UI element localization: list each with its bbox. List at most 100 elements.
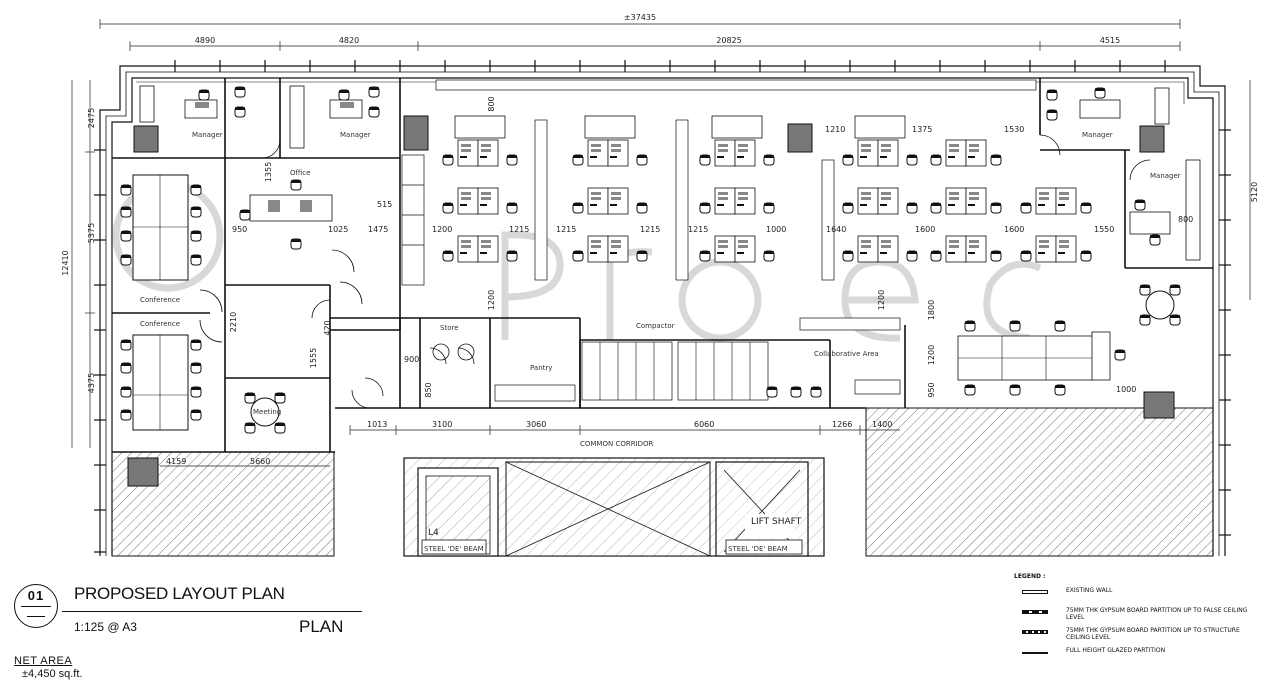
int-dim-21: 1200 — [487, 290, 496, 310]
int-dim-20: 800 — [1178, 215, 1193, 224]
left-dim-4: 4375 — [87, 373, 96, 393]
legend-item-existing-wall: EXISTING WALL — [1014, 587, 1264, 604]
int-dim-24: 1200 — [927, 345, 936, 365]
steel-beam-label-2: STEEL 'DE' BEAM — [728, 545, 788, 553]
compactor-units — [599, 342, 751, 400]
workstation-cluster-2 — [572, 115, 648, 263]
right-dim-1: 5120 — [1250, 182, 1259, 202]
int-dim-22: 1200 — [877, 290, 886, 310]
bottom-dim-4: 6060 — [694, 420, 714, 429]
meeting-table — [244, 392, 286, 434]
legend-item-false-ceiling-partition: 75mm THK GYPSUM BOARD PARTITION UP TO FA… — [1014, 607, 1264, 624]
door-swings — [199, 134, 1151, 409]
left-dim-1: 2475 — [87, 108, 96, 128]
int-dim-17: 1375 — [912, 125, 932, 134]
interior-walls — [112, 78, 1213, 453]
int-dim-8: 1215 — [556, 225, 576, 234]
existing-wall-symbol — [1022, 590, 1048, 594]
manager-room-2-furniture — [289, 85, 380, 149]
office-furniture — [239, 179, 333, 250]
workstation-cluster-6 — [1020, 187, 1092, 263]
int-dim-12: 1640 — [826, 225, 846, 234]
store-furniture — [432, 343, 475, 361]
room-label-corridor: COMMON CORRIDOR — [580, 440, 654, 448]
int-dim-19: 800 — [487, 96, 496, 111]
legend-item-structure-ceiling-partition: 75mm THK GYPSUM BOARD PARTITION UP TO ST… — [1014, 627, 1264, 644]
int-dim-14: 1600 — [1004, 225, 1024, 234]
legend-item-text: 75mm THK GYPSUM BOARD PARTITION UP TO ST… — [1066, 627, 1240, 641]
legend: LEGEND : EXISTING WALL 75mm THK GYPSUM B… — [1014, 573, 1264, 667]
legend-item-text: 75mm THK GYPSUM BOARD PARTITION UP TO FA… — [1066, 607, 1248, 621]
room-label-pantry: Pantry — [530, 364, 552, 372]
workstation-cluster-4 — [842, 115, 918, 263]
legend-heading: LEGEND : — [1014, 573, 1046, 580]
mullions-top — [174, 60, 1166, 72]
right-dimensions: 5120 — [1249, 80, 1259, 300]
net-area: NET AREA ±4,450 sq.ft. — [14, 655, 82, 680]
manager-room-4-furniture — [1129, 159, 1201, 261]
int-dim-16: 1210 — [825, 125, 845, 134]
legend-item-text: EXISTING WALL — [1066, 587, 1113, 594]
int-dim-13: 1600 — [915, 225, 935, 234]
top-dimensions: 4890 4820 20825 4515 — [129, 36, 1181, 51]
int-dim-15: 1550 — [1094, 225, 1114, 234]
top-dim-3: 20825 — [716, 36, 741, 45]
int-dim-7: 1215 — [509, 225, 529, 234]
steel-beam-label-1: STEEL 'DE' BEAM — [424, 545, 484, 553]
room-label-manager-3: Manager — [1082, 131, 1113, 139]
false-ceiling-partition-symbol — [1022, 610, 1048, 614]
top-dim-1: 4890 — [195, 36, 215, 45]
int-dim-18: 1530 — [1004, 125, 1024, 134]
bottom-dim-1: 1013 — [367, 420, 387, 429]
structure-ceiling-partition-symbol — [1022, 630, 1048, 634]
left-dim-3: 12410 — [61, 250, 70, 275]
room-label-manager-1: Manager — [192, 131, 223, 139]
room-label-meeting: Meeting — [253, 408, 281, 416]
manager-room-3-furniture — [1046, 87, 1170, 125]
drawing-title: PROPOSED LAYOUT PLAN — [74, 584, 285, 603]
int-dim-2: 950 — [232, 225, 247, 234]
overall-dimension-label: ±37435 — [624, 13, 656, 22]
int-dim-31: 850 — [424, 382, 433, 397]
lower-dim-2: 5660 — [250, 457, 270, 466]
structural-columns — [127, 115, 1175, 487]
int-dim-9: 1215 — [640, 225, 660, 234]
workstation-cluster-1 — [442, 115, 518, 263]
legend-item-text: FULL HEIGHT GLAZED PARTITION — [1066, 647, 1166, 654]
conference-table-2 — [120, 334, 202, 431]
building-core — [403, 457, 825, 557]
int-dim-26: 1000 — [1116, 385, 1136, 394]
room-label-conference-1: Conference — [140, 296, 180, 304]
storage-cabinets — [401, 79, 1037, 402]
int-dim-23: 1800 — [927, 300, 936, 320]
drawing-number: 01 — [27, 588, 45, 603]
floor-plan-drawing: ±37435 4890 4820 20825 4515 2475 5375 12… — [61, 13, 1259, 557]
net-area-value: ±4,450 sq.ft. — [22, 668, 83, 680]
bottom-dim-3: 3060 — [526, 420, 546, 429]
workstation-cluster-5 — [930, 139, 1002, 263]
legend-item-glazed-partition: FULL HEIGHT GLAZED PARTITION — [1014, 647, 1264, 664]
int-dim-11: 1000 — [766, 225, 786, 234]
room-label-conference-2: Conference — [140, 320, 180, 328]
room-label-collaborative: Collaborative Area — [814, 350, 879, 358]
mullions-sides — [94, 129, 1231, 553]
glazed-partition-symbol — [1022, 652, 1048, 654]
conference-table-1 — [120, 174, 202, 281]
room-label-store: Store — [440, 324, 459, 332]
discussion-table — [1139, 284, 1181, 326]
left-dim-2: 5375 — [87, 223, 96, 243]
int-dim-1: 1355 — [264, 162, 273, 182]
int-dim-5: 1475 — [368, 225, 388, 234]
workstation-cluster-3 — [699, 115, 775, 263]
room-label-compactor: Compactor — [636, 322, 675, 330]
title-block: 01 PROPOSED LAYOUT PLAN 1:125 @ A3 PLAN — [10, 578, 362, 648]
int-dim-10: 1215 — [688, 225, 708, 234]
overall-dimension: ±37435 — [99, 13, 1181, 29]
collaborative-area-furniture — [766, 386, 822, 398]
drawing-type: PLAN — [299, 617, 344, 636]
manager-room-1-furniture — [139, 85, 246, 123]
net-area-label: NET AREA — [14, 655, 73, 667]
int-dim-28: 1555 — [309, 348, 318, 368]
int-dim-25: 950 — [927, 382, 936, 397]
title-underline — [62, 611, 362, 612]
